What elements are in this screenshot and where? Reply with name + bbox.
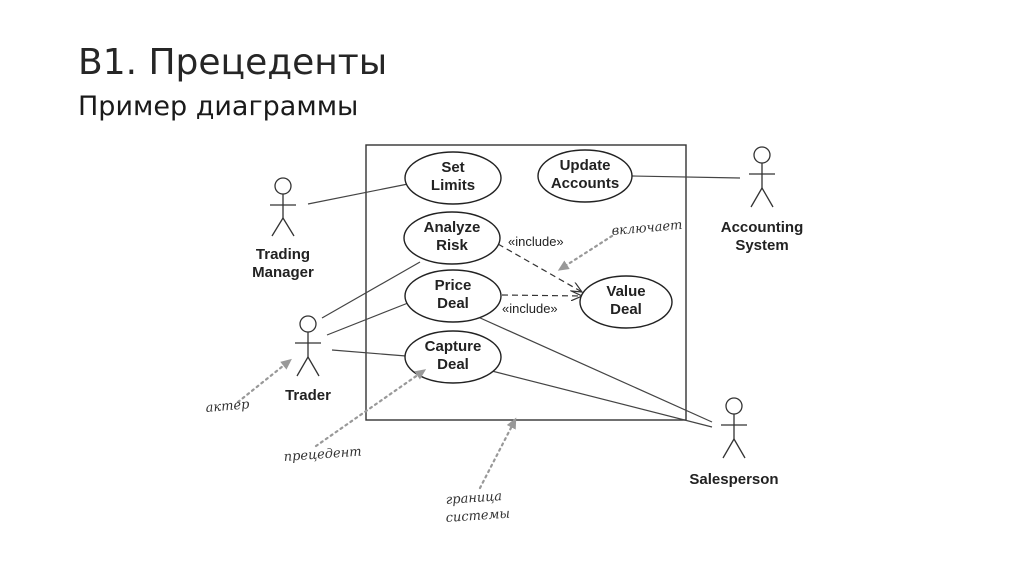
svg-text:Accounts: Accounts — [551, 175, 619, 192]
svg-text:Deal: Deal — [437, 356, 469, 373]
slide-subtitle: Пример диаграммы — [78, 91, 359, 122]
annotation-arrow — [314, 369, 427, 448]
svg-text:Deal: Deal — [610, 301, 642, 318]
association-line — [326, 302, 409, 336]
association-line — [487, 369, 713, 428]
stick-figure-icon — [749, 146, 775, 208]
include-arrow — [501, 295, 582, 296]
use-case-set-limits: Set Limits — [404, 151, 502, 205]
annotation-use-case: прецедент — [283, 445, 362, 465]
svg-text:Price: Price — [435, 277, 472, 294]
association-line — [477, 316, 713, 423]
svg-text:Set: Set — [441, 159, 464, 176]
svg-text:Trader: Trader — [285, 387, 331, 404]
annotation-boundary: системы — [445, 507, 510, 526]
stick-figure-icon — [270, 177, 296, 237]
svg-text:Trading: Trading — [256, 246, 310, 263]
svg-text:System: System — [735, 237, 788, 254]
use-case-value-deal: Value Deal — [579, 275, 673, 329]
annotation-includes: включает — [611, 218, 683, 239]
annotation-arrow — [557, 234, 614, 271]
annotation-arrow — [478, 417, 517, 490]
include-label: «include» — [502, 301, 558, 316]
svg-text:Update: Update — [560, 157, 611, 174]
svg-text:Analyze: Analyze — [424, 219, 481, 236]
actor-trader: Trader — [285, 315, 331, 404]
svg-text:Salesperson: Salesperson — [689, 471, 778, 488]
association-line — [321, 261, 421, 319]
svg-text:Value: Value — [606, 283, 645, 300]
stick-figure-icon — [295, 315, 321, 377]
annotation-boundary: граница — [445, 489, 502, 508]
system-boundary — [365, 144, 687, 421]
include-label: «include» — [508, 234, 564, 249]
association-line — [631, 175, 741, 179]
svg-text:Risk: Risk — [436, 237, 468, 254]
use-case-update-accounts: Update Accounts — [537, 149, 633, 203]
actor-trading-manager: Trading Manager — [252, 177, 314, 281]
annotation-arrow — [236, 358, 292, 404]
annotation-actor: актер — [205, 397, 251, 416]
svg-text:Manager: Manager — [252, 264, 314, 281]
stick-figure-icon — [721, 397, 747, 459]
association-line — [331, 349, 407, 357]
actor-accounting-system: Accounting System — [721, 146, 804, 254]
include-arrow — [497, 243, 582, 292]
slide-title: B1. Прецеденты — [78, 42, 388, 83]
svg-text:Limits: Limits — [431, 177, 475, 194]
svg-text:Capture: Capture — [425, 338, 482, 355]
association-line — [307, 183, 409, 205]
use-case-price-deal: Price Deal — [404, 269, 502, 323]
actor-salesperson: Salesperson — [689, 397, 779, 488]
use-case-capture-deal: Capture Deal — [404, 330, 502, 384]
svg-text:Deal: Deal — [437, 295, 469, 312]
svg-text:Accounting: Accounting — [721, 219, 804, 236]
use-case-analyze-risk: Analyze Risk — [403, 211, 501, 265]
